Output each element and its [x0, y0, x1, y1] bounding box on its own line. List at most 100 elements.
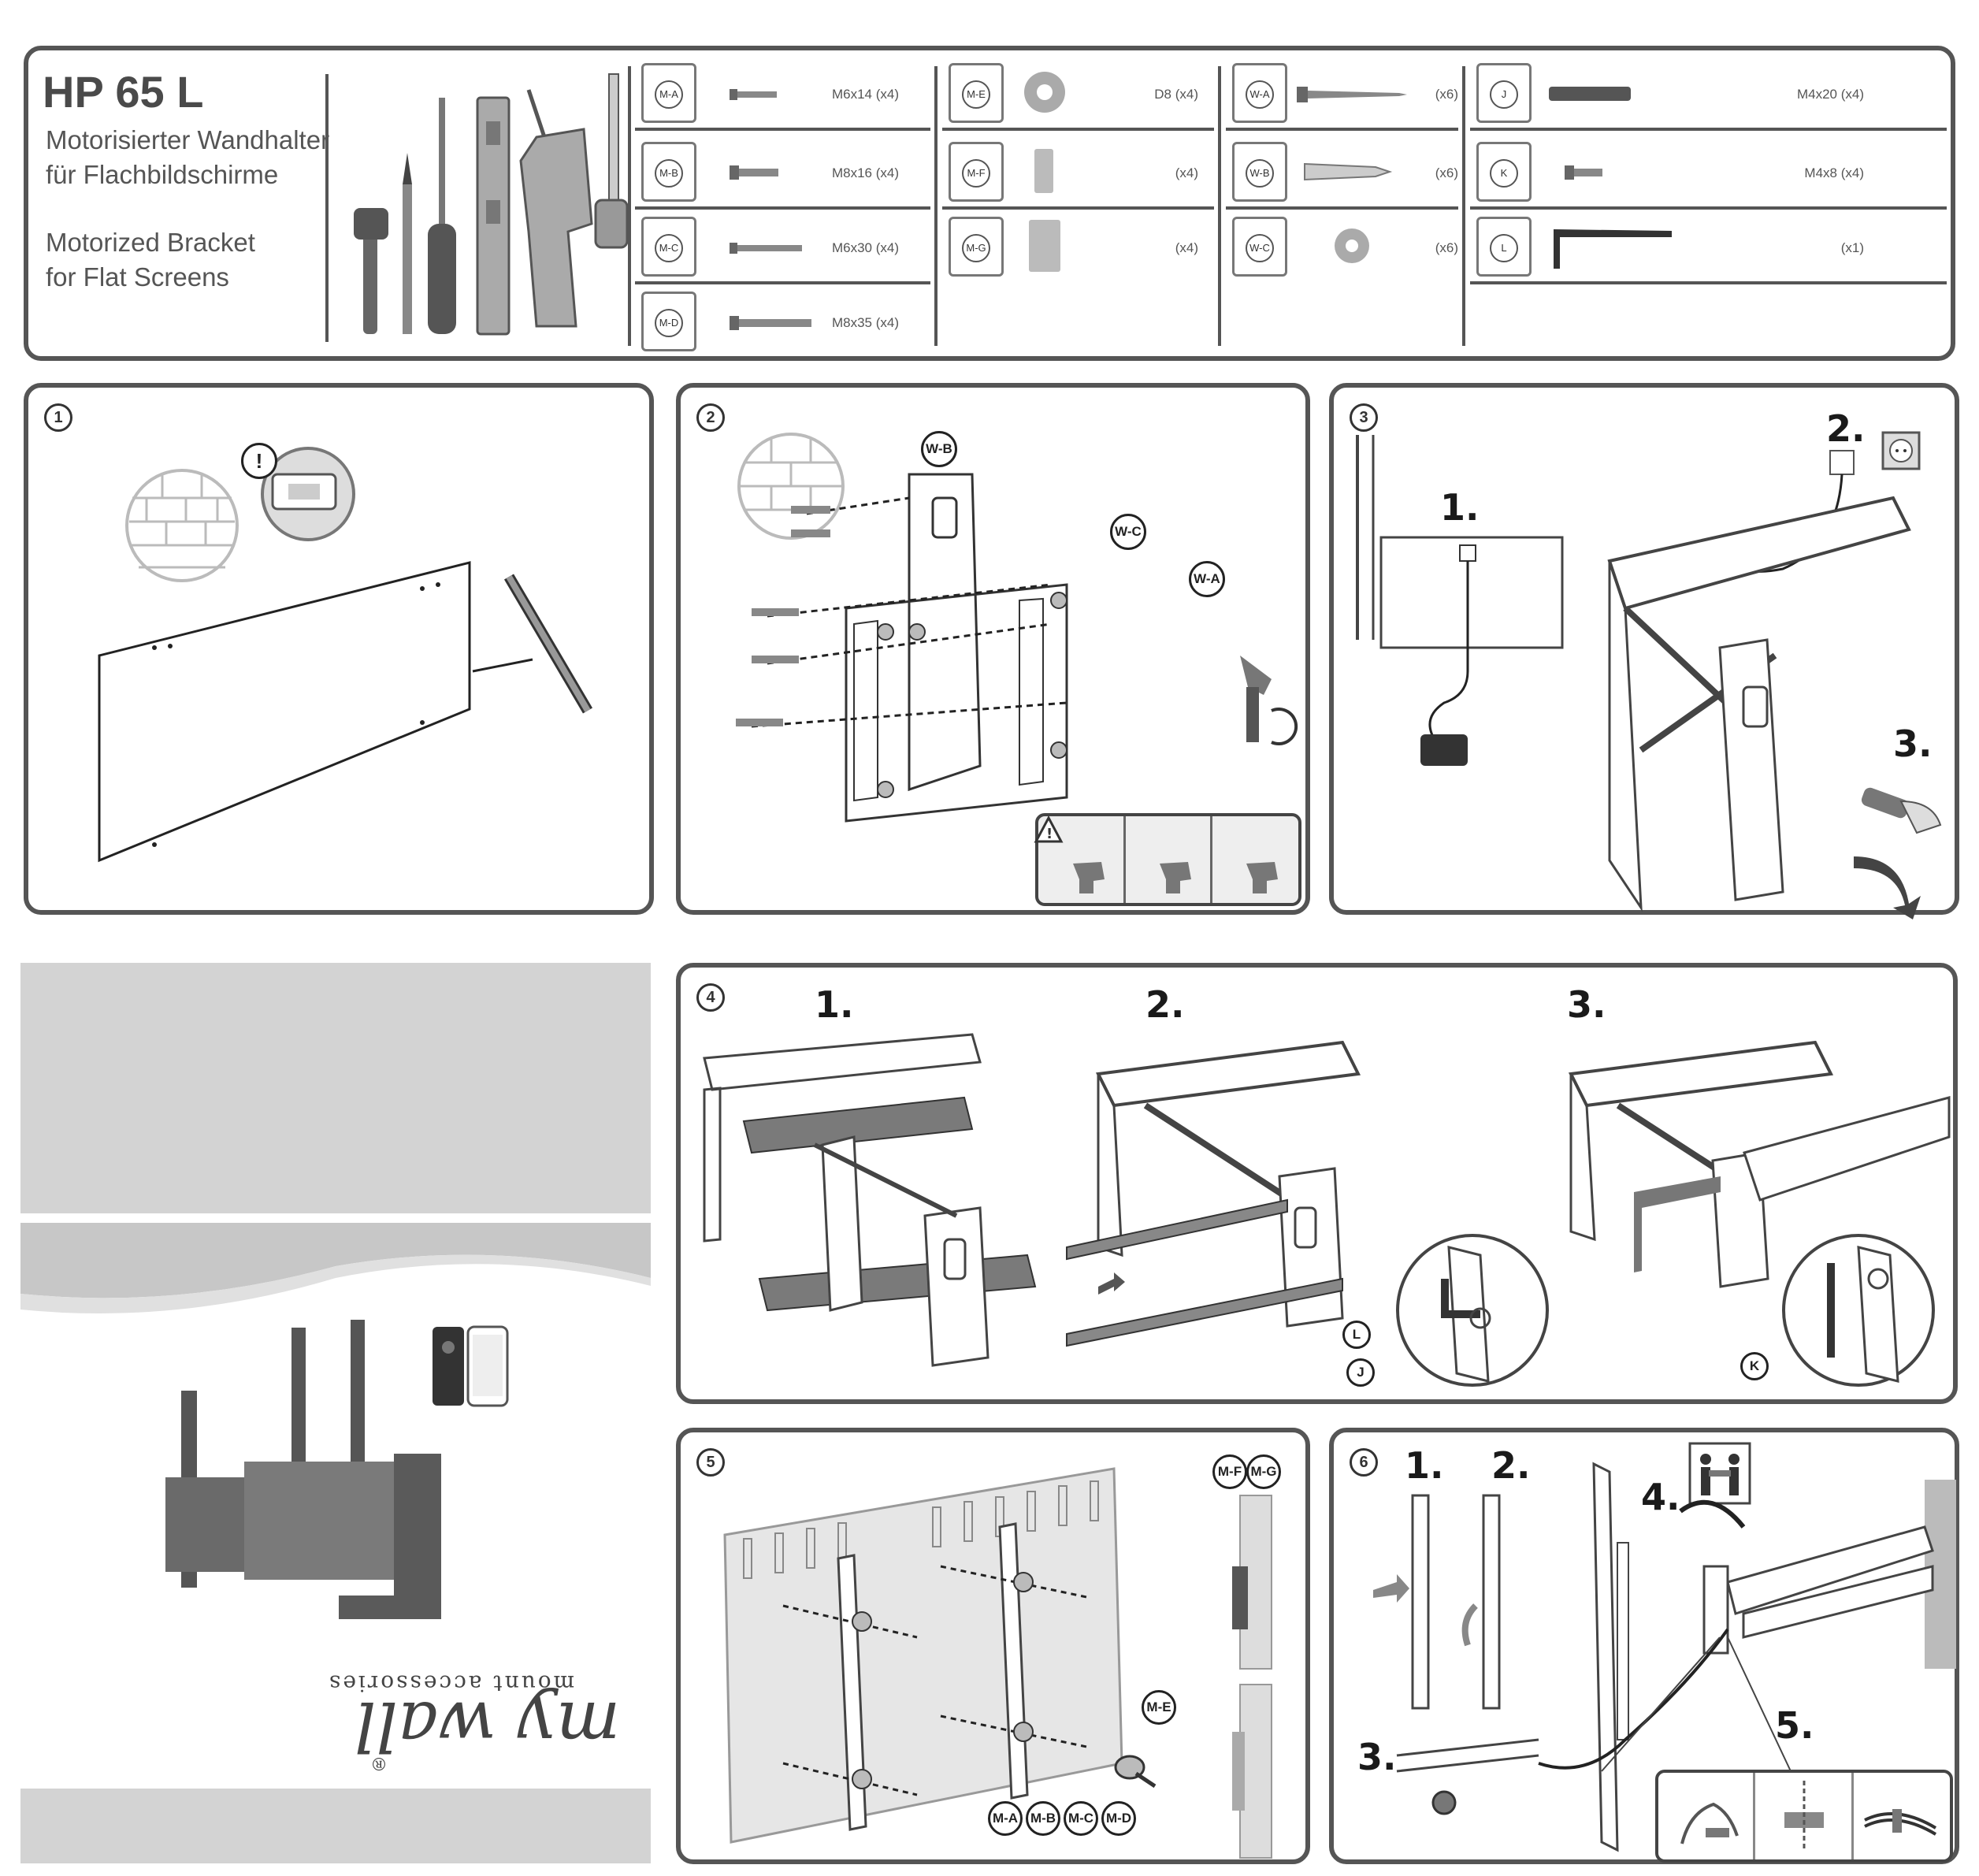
spacer-detail-illustration	[1232, 1495, 1272, 1859]
substep-2: 2.	[1145, 983, 1185, 1026]
part-spec: M4x20 (x4)	[1796, 87, 1864, 102]
subtitle-de-line2: für Flachbildschirme	[46, 160, 279, 189]
parts-bag-icon: M-A	[641, 63, 696, 123]
bracket-rails-illustration	[1066, 1040, 1361, 1347]
bracket-mounted-illustration	[1568, 1040, 1951, 1288]
wall-plug-icon	[1304, 162, 1393, 181]
part-spec: (x4)	[1175, 165, 1198, 180]
substep-4: 4.	[1641, 1476, 1680, 1518]
step-3-panel: 3 1. 2. 3.	[1329, 383, 1959, 919]
screw-icon	[730, 316, 811, 330]
washer-icon	[1335, 228, 1369, 263]
tape-measure-icon	[594, 73, 629, 249]
part-spec: (x6)	[1435, 240, 1458, 255]
tv-back-illustration	[723, 1467, 1123, 1844]
part-label-K: K	[1740, 1352, 1769, 1380]
wood-screw-icon	[1297, 87, 1407, 102]
part-label-L: L	[1342, 1321, 1371, 1349]
cover-bottom-block	[20, 1789, 651, 1863]
header-panel: HP 65 L Motorisierter Wandhalter für Fla…	[24, 46, 1955, 361]
substep-1: 1.	[1440, 486, 1480, 529]
drill-icon	[1073, 862, 1105, 893]
parts-bag-icon: M-G	[949, 217, 1004, 277]
part-id: M-E	[962, 80, 990, 109]
divider	[1462, 66, 1465, 346]
part-id: J	[1490, 80, 1518, 109]
part-spec: (x6)	[1435, 165, 1458, 180]
divider	[1218, 66, 1221, 346]
part-label-M-F: M-F	[1212, 1454, 1247, 1489]
tools-illustration	[354, 73, 629, 336]
part-label-J: J	[1346, 1358, 1375, 1387]
subtitle-en-line2: for Flat Screens	[46, 262, 229, 292]
part-spec: D8 (x4)	[1154, 87, 1198, 102]
detail-L-J-magnifier	[1396, 1234, 1549, 1387]
step-number: 1	[44, 403, 72, 432]
part-spec: (x6)	[1435, 87, 1458, 102]
part-label-M-B: M-B	[1026, 1801, 1060, 1836]
parts-bag-icon: W-C	[1232, 217, 1287, 277]
part-label-M-G: M-G	[1246, 1454, 1281, 1489]
drill-icon	[1160, 862, 1191, 893]
wrench-icon	[1240, 656, 1298, 745]
part-spec: M4x8 (x4)	[1804, 165, 1864, 180]
part-id: M-A	[655, 80, 683, 109]
spirit-level-icon	[476, 96, 511, 336]
subtitle-en-line1: Motorized Bracket	[46, 228, 255, 257]
pencil-icon	[403, 153, 412, 334]
wall-plate-illustration	[736, 473, 1068, 823]
step-number: 3	[1350, 403, 1378, 432]
product-image	[165, 1320, 441, 1619]
part-spec: (x4)	[1175, 240, 1198, 255]
bracket-folded-illustration	[703, 1033, 1037, 1367]
brick-wall-icon	[125, 469, 239, 582]
warning-triangle-icon: !	[1034, 815, 1064, 843]
level-detail-icon	[261, 447, 355, 541]
step-5-panel: 5 M-F M-G M-E M-A M-B M-C M-D	[676, 1428, 1310, 1864]
part-spec: (x1)	[1840, 240, 1864, 255]
parts-bag-icon: W-B	[1232, 142, 1287, 202]
parts-bag-icon: M-D	[641, 292, 696, 351]
screw-closeup-illustration	[1396, 1738, 1539, 1815]
svg-text:!: !	[1046, 826, 1053, 842]
part-id: M-C	[655, 234, 683, 262]
parts-bag-icon: M-F	[949, 142, 1004, 202]
step-1-panel: 1 !	[24, 383, 654, 915]
subtitle-de-line1: Motorisierter Wandhalter	[46, 125, 330, 154]
cable-clip-icon	[1784, 1781, 1824, 1852]
part-spec: M8x16 (x4)	[831, 165, 899, 180]
brand-logo: my wall	[355, 1686, 621, 1765]
part-row-W-B: W-B (x6)	[1226, 136, 1458, 210]
step-4-panel: 4 1. 2. 3. L J	[676, 963, 1958, 1404]
part-label-M-D: M-D	[1101, 1801, 1136, 1836]
substep-3: 3.	[1893, 723, 1933, 765]
part-row-J: J M4x20 (x4)	[1470, 57, 1947, 131]
part-row-M-E: M-E D8 (x4)	[942, 57, 1214, 131]
divider	[628, 66, 631, 346]
part-id: W-A	[1246, 80, 1274, 109]
parts-bag-icon: M-E	[949, 63, 1004, 123]
subtitle-de: Motorisierter Wandhalter für Flachbildsc…	[46, 123, 329, 192]
two-person-lift-icon	[1688, 1442, 1751, 1505]
screwdriver-icon	[428, 98, 456, 334]
substep-2: 2.	[1491, 1444, 1531, 1487]
part-row-W-A: W-A (x6)	[1226, 57, 1458, 131]
step-number: 6	[1350, 1448, 1378, 1477]
part-id: M-D	[655, 309, 683, 337]
cable-bundle-icon	[1864, 1809, 1937, 1836]
substep-5: 5.	[1775, 1704, 1814, 1747]
spacer-icon	[1034, 149, 1053, 193]
part-label-M-A: M-A	[988, 1801, 1023, 1836]
cable-route-illustration	[1538, 1628, 1791, 1772]
part-row-M-A: M-A M6x14 (x4)	[635, 57, 930, 131]
step-number: 4	[696, 983, 725, 1012]
cable-management-box	[1655, 1770, 1953, 1863]
drill-icon	[519, 89, 593, 328]
parts-bag-icon: W-A	[1232, 63, 1287, 123]
cover-top-block	[20, 963, 651, 1213]
step-2-panel: 2 W-B W-C W-A !	[676, 383, 1310, 915]
part-spec: M6x30 (x4)	[831, 240, 899, 255]
divider	[325, 74, 329, 342]
pencil-icon	[503, 574, 593, 714]
part-id: L	[1490, 234, 1518, 262]
